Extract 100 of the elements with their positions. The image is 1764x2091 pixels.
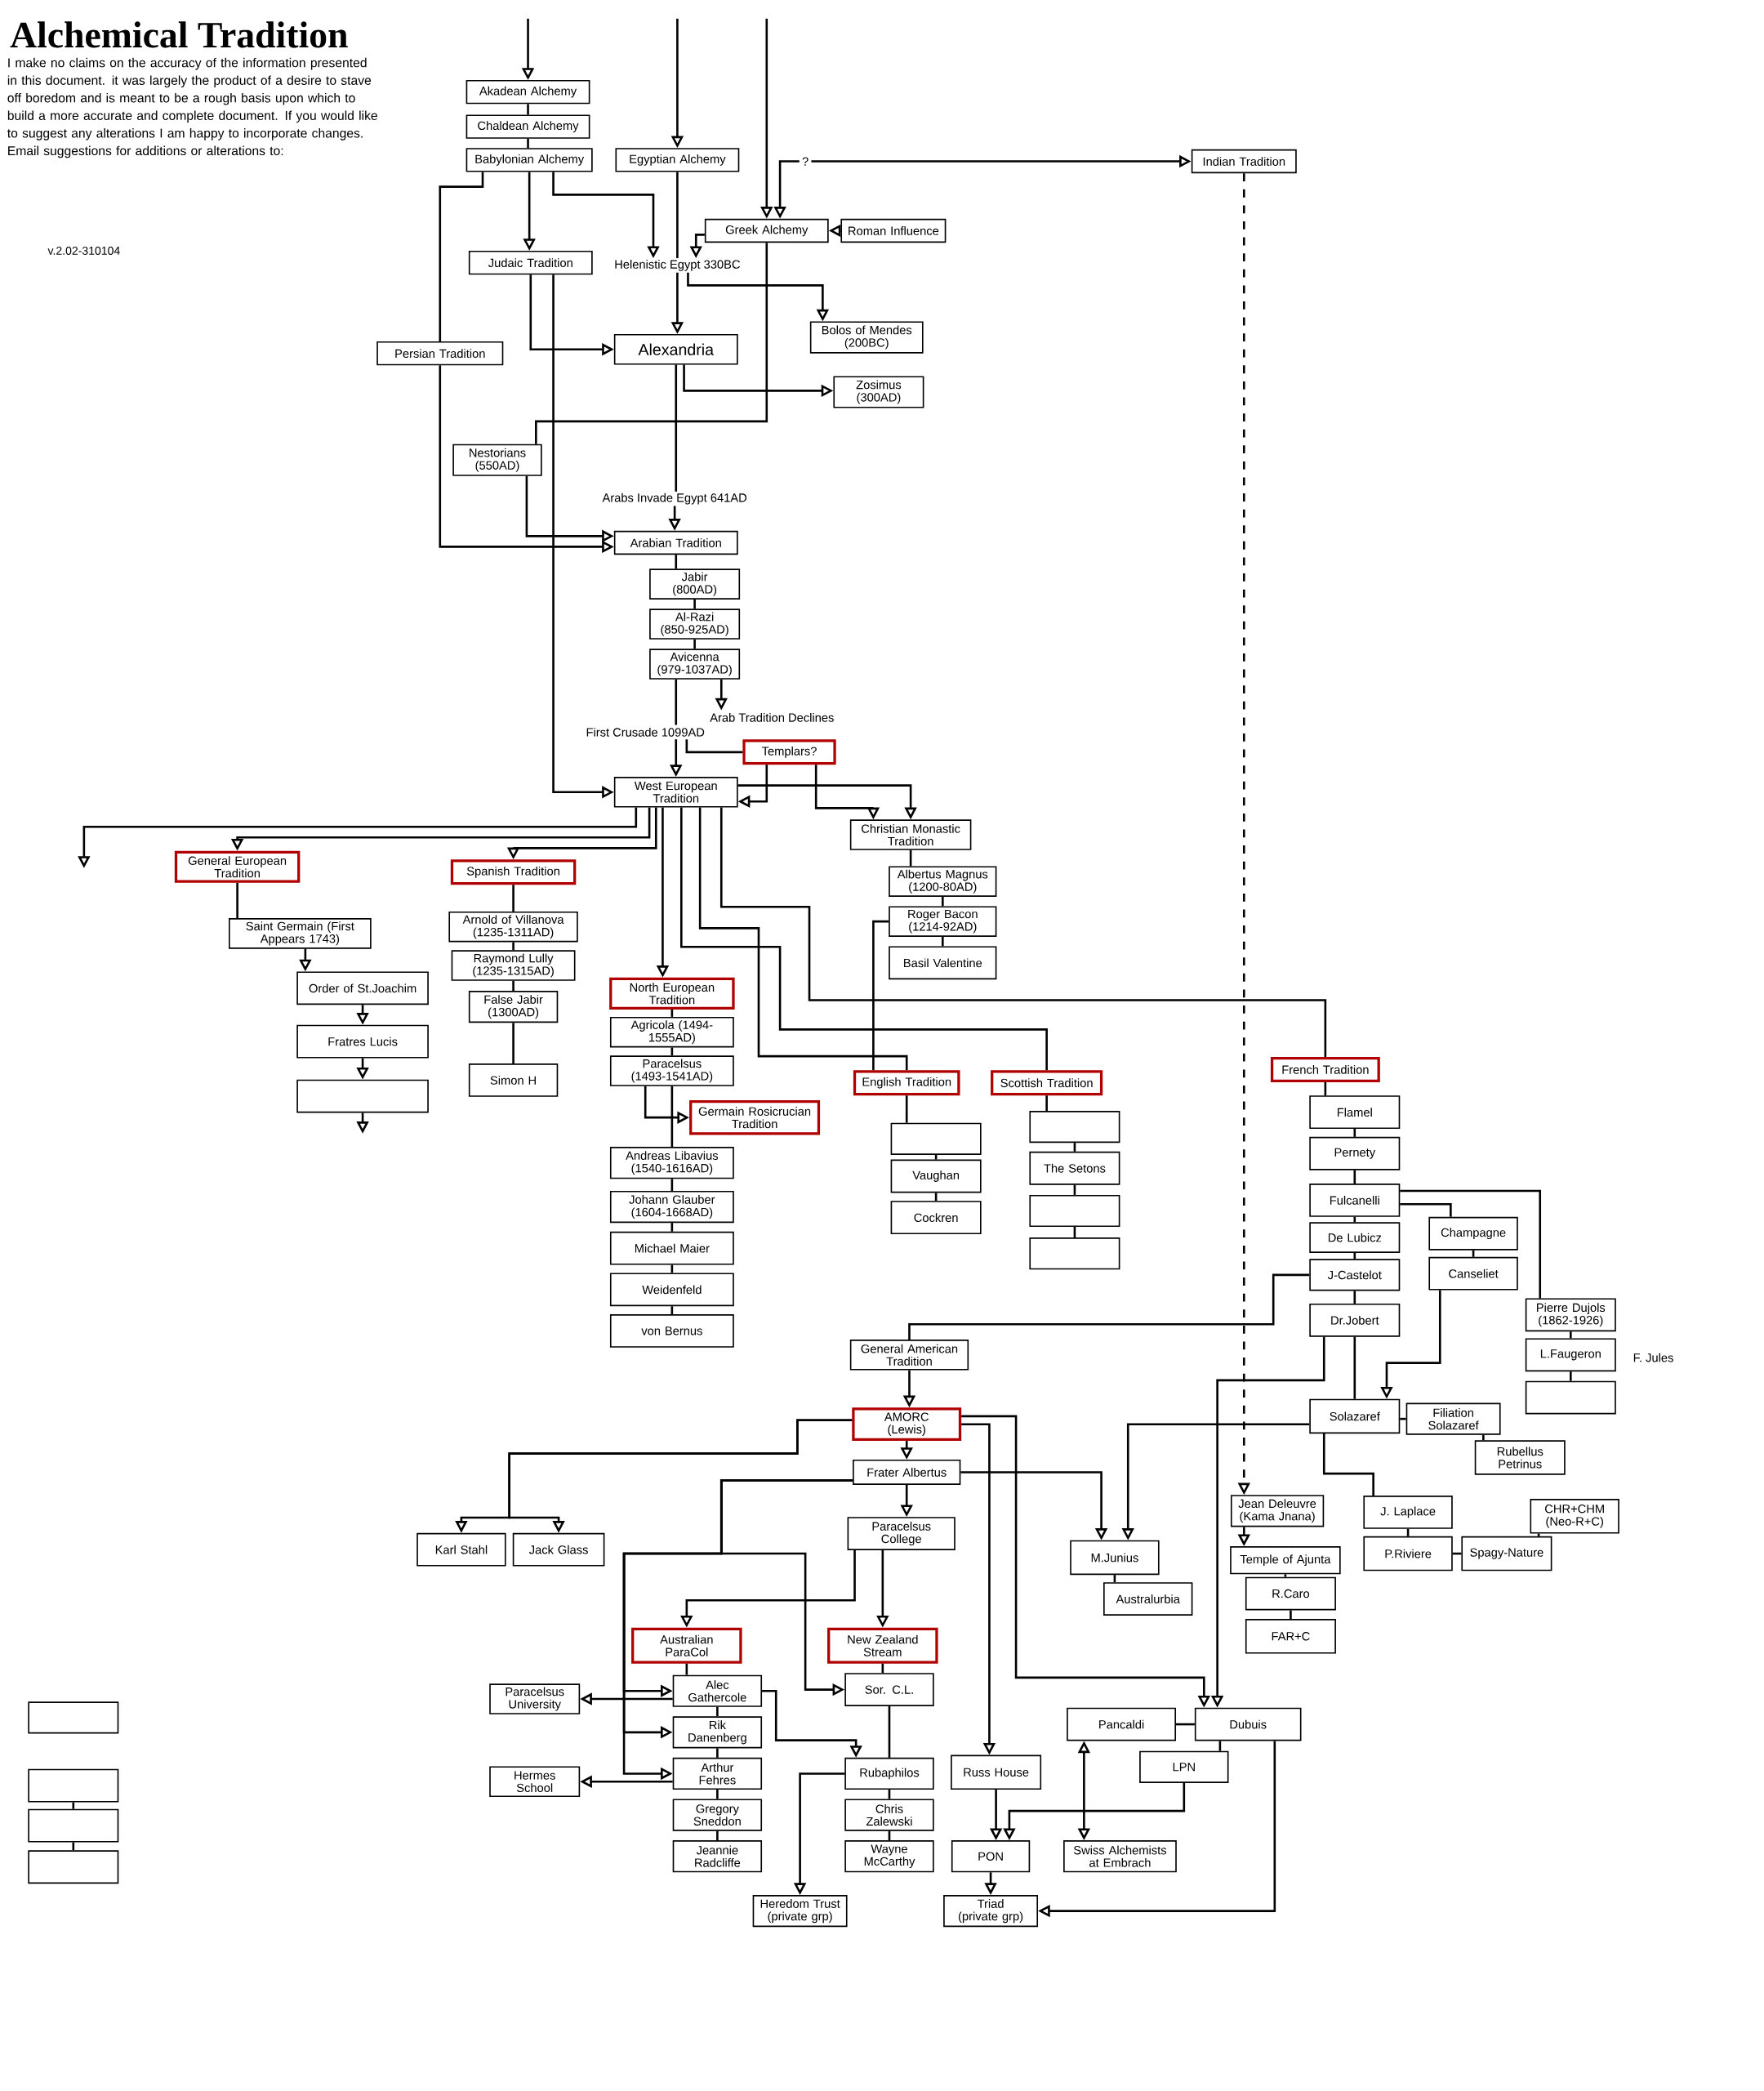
connector-line (675, 364, 678, 492)
name-box: Arnold of Villanova (1235-1311AD) (448, 911, 578, 943)
connector-line (934, 1193, 938, 1202)
connector-line (670, 1223, 674, 1232)
connector-line (72, 1842, 75, 1851)
empty-box (28, 1701, 119, 1734)
name-box: Michael Maier (609, 1231, 734, 1265)
connector-line (693, 639, 696, 649)
highlight-box: French Tradition (1270, 1056, 1380, 1082)
name-box: J. Laplace (1363, 1496, 1453, 1529)
connector-line (1353, 1216, 1356, 1223)
name-box: Roger Bacon (1214-92AD) (889, 906, 997, 937)
name-box: Pierre Dujols (1862-1926) (1525, 1298, 1616, 1332)
name-box: Order of St.Joachim (296, 971, 429, 1005)
name-box: Avicenna (979-1037AD) (649, 649, 741, 680)
name-box: Swiss Alchemists at Embrach (1063, 1840, 1177, 1873)
connector-line (716, 1748, 719, 1758)
name-box: Temple of Ajunta (1230, 1546, 1341, 1575)
connector-line (909, 849, 912, 867)
connector-line (698, 807, 908, 1071)
highlight-box: Scottish Tradition (991, 1070, 1103, 1096)
name-box: Roman Influence (840, 218, 947, 243)
name-box: Agricola (1494-1555AD) (609, 1016, 734, 1048)
connector-line (1472, 1250, 1475, 1257)
connector-line (1406, 1528, 1410, 1536)
name-box: Christian Monastic Tradition (849, 819, 972, 850)
name-box: Arabian Tradition (613, 530, 738, 555)
name-box: Cockren (890, 1201, 982, 1235)
connector-line (680, 807, 1048, 1071)
connector-line (439, 172, 484, 341)
name-box: Johann Glauber (1604-1668AD) (609, 1190, 734, 1224)
name-box: Saint Germain (First Appears 1743) (229, 918, 372, 949)
name-box: Frater Albertus (853, 1459, 961, 1485)
connector-line (1290, 1610, 1292, 1620)
connector-line (1073, 1227, 1076, 1238)
event-text: Helenistic Egypt 330BC (610, 258, 745, 273)
connector-line (512, 980, 514, 992)
name-box: The Setons (1029, 1151, 1120, 1185)
name-box: Canseliet (1428, 1256, 1518, 1291)
empty-box (1029, 1111, 1120, 1144)
name-box: Chaldean Alchemy (466, 114, 590, 139)
name-box: Hermes School (489, 1766, 581, 1798)
connector-line (693, 599, 696, 609)
name-box: Greek Alchemy (704, 218, 829, 243)
connector-line (1284, 1574, 1287, 1577)
name-box: FAR+C (1245, 1619, 1336, 1654)
connector-line (1353, 1291, 1356, 1304)
connector-line (1400, 1203, 1452, 1217)
connector-line (716, 1706, 719, 1717)
name-box: Jack Glass (512, 1532, 605, 1567)
connector-line (1353, 1252, 1356, 1260)
name-box: Dr.Jobert (1309, 1303, 1401, 1337)
name-text: F. Jules (1633, 1353, 1673, 1362)
connector-line (942, 936, 944, 947)
connector-line (716, 1790, 719, 1799)
connector-line (1045, 1095, 1048, 1111)
intro-text: I make no claims on the accuracy of the information presented in this document. it was largely the product of a desire to stave off boredom and is meant to be a rough basis upon which to build a more accurate and complete document. If you would like to suggest any alterations I am happy to incorporate changes. Email suggestions for additions or alterations to: (7, 57, 377, 158)
version-text: v.2.02-310104 (47, 247, 120, 255)
connector-line (908, 1273, 1310, 1340)
connector-line (1322, 1433, 1374, 1496)
connector-line (1353, 1170, 1356, 1184)
connector-line (535, 243, 768, 444)
connector-line (888, 1706, 891, 1758)
name-box: Nestorians (550AD) (452, 444, 542, 476)
connector-line (905, 1095, 908, 1123)
name-box: Paracelsus University (489, 1683, 581, 1714)
connector-line (670, 1086, 674, 1148)
connector-line (719, 807, 1327, 1057)
name-box: Champagne (1428, 1216, 1518, 1251)
name-box: Rik Danenberg (672, 1716, 763, 1749)
highlight-box: North European Tradition (609, 977, 735, 1010)
connector-line (1400, 1189, 1542, 1299)
connector-line (675, 555, 678, 569)
name-box: Babylonian Alchemy (466, 148, 593, 172)
name-box: LPN (1139, 1750, 1229, 1783)
name-box: Pernety (1309, 1136, 1401, 1170)
name-box: Weidenfeld (609, 1273, 734, 1307)
name-box: Raymond Lully (1235-1315AD) (451, 950, 576, 981)
connector-line (942, 896, 944, 907)
connector-line (236, 882, 238, 919)
name-box: M.Junius (1070, 1540, 1160, 1576)
connector-line (881, 1663, 884, 1674)
connector-line (1570, 1371, 1572, 1381)
name-box: Spagy-Nature (1461, 1536, 1552, 1572)
empty-box (890, 1122, 982, 1155)
name-box: Simon H (468, 1063, 559, 1097)
empty-box (28, 1768, 119, 1803)
connector-line (670, 1009, 674, 1017)
name-box: Vaughan (890, 1159, 982, 1193)
name-box: Flamel (1309, 1095, 1401, 1130)
connector-line (1073, 1184, 1076, 1195)
empty-box (28, 1850, 119, 1884)
name-box: Gregory Sneddon (672, 1799, 763, 1831)
connector-line (685, 739, 743, 754)
name-box: False Jabir (1300AD) (468, 991, 559, 1023)
name-box: Russ House (951, 1754, 1042, 1790)
name-box: Alexandria (613, 334, 738, 365)
name-box: Egyptian Alchemy (615, 148, 740, 172)
name-box: Zosimus (300AD) (833, 376, 924, 408)
connector-line (670, 1264, 674, 1273)
